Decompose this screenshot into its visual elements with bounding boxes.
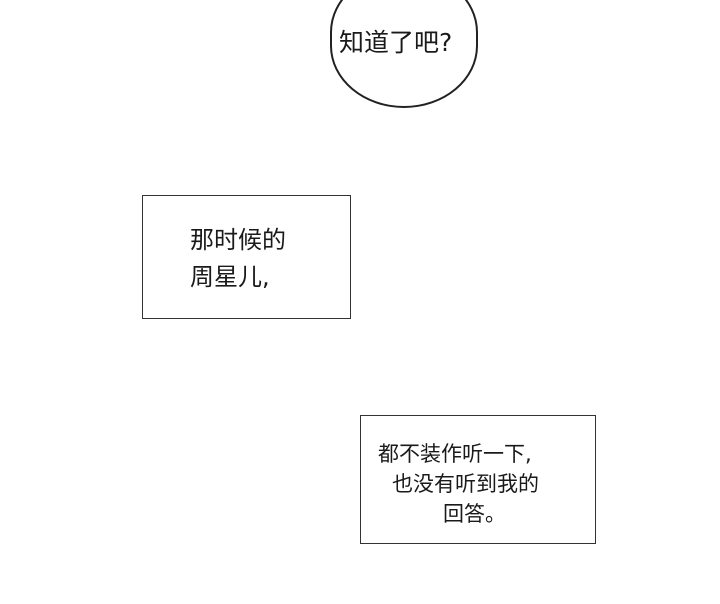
speech-bubble-text: 知道了吧? — [339, 28, 453, 57]
narration-line: 回答。 — [443, 502, 506, 526]
narration-line: 都不装作听一下, — [378, 442, 532, 466]
speech-bubble — [330, 0, 478, 108]
narration-line: 周星儿, — [190, 263, 270, 291]
narration-box-1: 那时候的 周星儿, — [142, 195, 351, 319]
narration-line: 也没有听到我的 — [392, 472, 539, 496]
narration-box-2: 都不装作听一下, 也没有听到我的 回答。 — [360, 415, 596, 544]
narration-line: 那时候的 — [190, 226, 286, 254]
